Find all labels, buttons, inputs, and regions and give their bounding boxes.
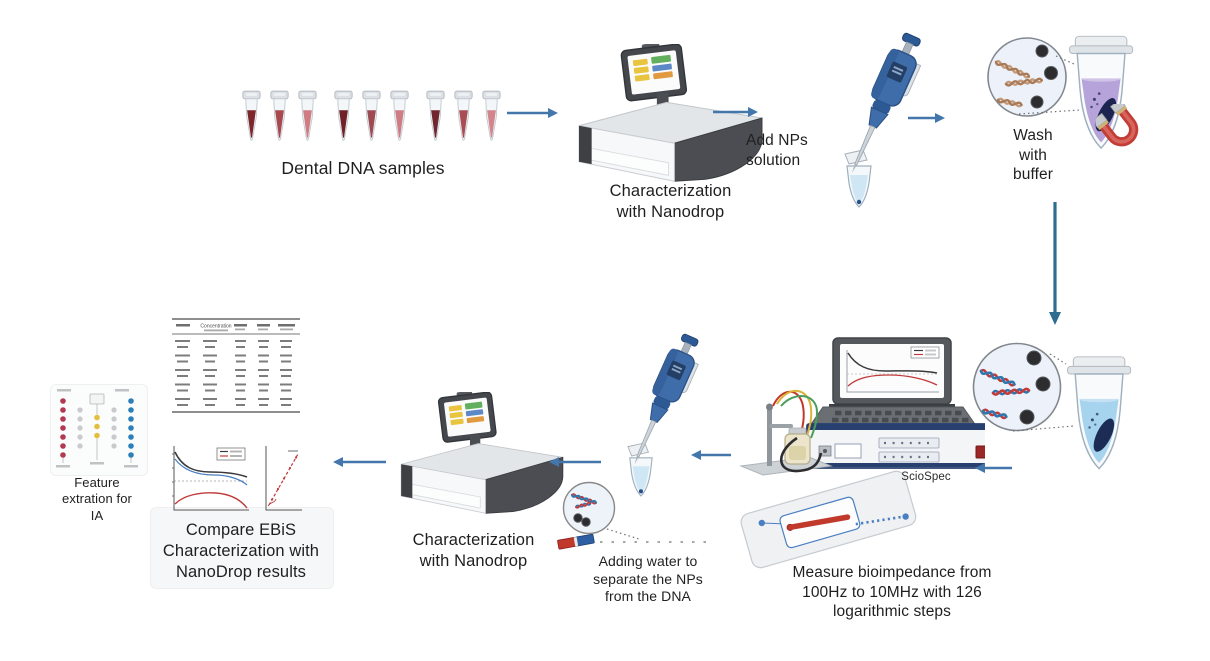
arrow-down-icon <box>1049 202 1061 325</box>
sample-tube-icon <box>332 90 355 149</box>
nanodrop2-icon <box>396 392 568 526</box>
nanodrop-second-label: Characterization with Nanodrop <box>412 531 535 570</box>
sample-tube-icon <box>240 90 263 149</box>
dna-nps-circle-icon <box>986 36 1068 123</box>
sample-tube-icon <box>480 90 503 149</box>
neural-network-icon <box>55 388 139 481</box>
bar-magnet-icon <box>556 532 598 557</box>
sample-tubes <box>240 90 508 149</box>
pipette-icon <box>815 32 960 227</box>
compare-card <box>150 507 334 589</box>
compare-results-label: Compare EBiS Characterization with NanoD… <box>162 521 320 581</box>
results-table: Concentration <box>170 315 302 420</box>
comparison-charts <box>162 440 304 525</box>
nanodrop-icon <box>573 44 768 195</box>
arrow-right-icon <box>507 108 558 118</box>
sciospec-device-label: ScioSpec <box>901 471 951 483</box>
wash-buffer-label: Wash with buffer <box>1013 127 1053 184</box>
add-nps-label: Add NPs solution <box>746 132 808 169</box>
pipette2-icon <box>600 333 735 515</box>
sample-tube2-icon <box>1058 352 1144 487</box>
separated-dna-circle-icon <box>561 480 617 541</box>
adding-water-label: Adding water to separate the NPs from th… <box>593 553 703 605</box>
dental-samples-label: Dental DNA samples <box>281 158 445 178</box>
sample-tube-icon <box>424 90 447 149</box>
table-header-text: Concentration <box>200 324 231 330</box>
sample-tube-icon <box>268 90 291 149</box>
magnet-icon <box>1091 98 1146 159</box>
sample-tube-icon <box>388 90 411 149</box>
feature-extraction-label: Feature extration for IA <box>62 475 132 523</box>
nanodrop-first-label: Characterization with Nanodrop <box>609 182 732 221</box>
arrow-left-icon <box>333 457 386 467</box>
sciospec-station-icon <box>733 330 994 577</box>
dna-nps-circle2-icon <box>971 341 1063 438</box>
sample-tube-icon <box>360 90 383 149</box>
measure-bioimpedance-label: Measure bioimpedance from 100Hz to 10MHz… <box>792 564 992 621</box>
sample-tube-icon <box>452 90 475 149</box>
sample-tube-icon <box>296 90 319 149</box>
